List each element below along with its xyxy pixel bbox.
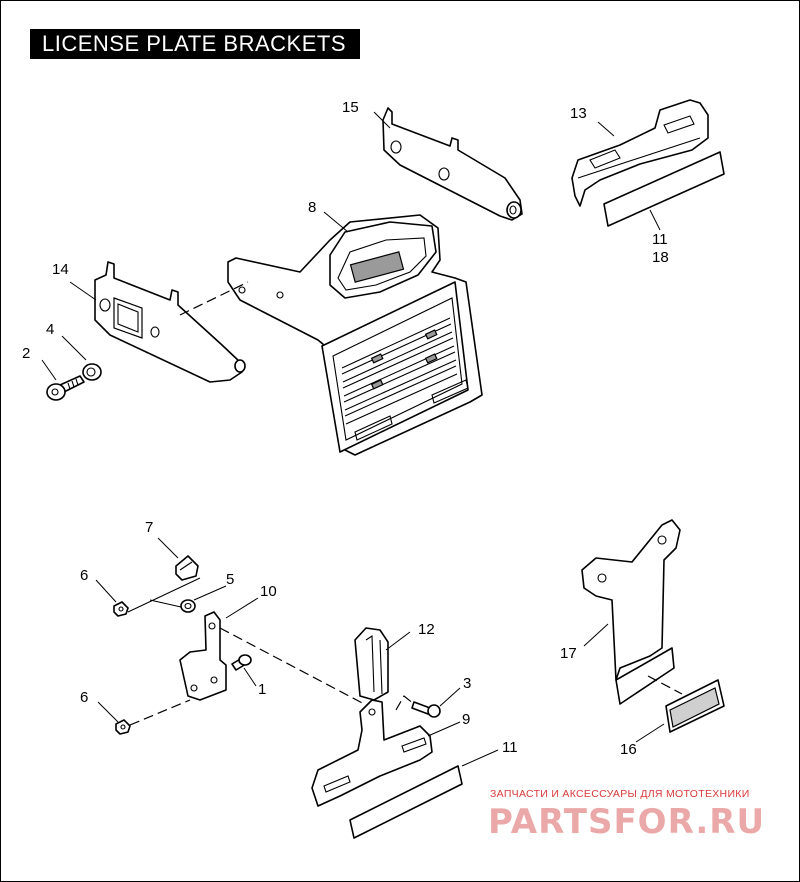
callout-15: 15 xyxy=(342,99,359,116)
callout-1: 1 xyxy=(258,681,266,698)
part-7-acorn-nut[interactable] xyxy=(175,555,199,581)
part-9-lower-bracket[interactable] xyxy=(311,699,433,807)
callout-16: 16 xyxy=(620,741,637,758)
assembly-line-6-10 xyxy=(129,699,191,726)
part-6-nut-upper[interactable] xyxy=(113,601,129,617)
watermark-caption: ЗАПЧАСТИ И АКСЕССУАРЫ ДЛЯ МОТОТЕХНИКИ xyxy=(490,788,750,800)
part-17-side-bracket[interactable] xyxy=(581,519,681,705)
group-line-5-6-7 xyxy=(127,577,201,613)
part-1-screw[interactable] xyxy=(231,654,252,671)
callout-14: 14 xyxy=(52,261,69,278)
leader-lines xyxy=(41,111,665,767)
assembly-line-3-9 xyxy=(395,695,415,711)
callout-12: 12 xyxy=(418,621,435,638)
part-2-screw[interactable] xyxy=(46,375,85,401)
assembly-line-14-8 xyxy=(179,281,249,316)
part-8-license-bracket[interactable] xyxy=(227,214,483,456)
part-13-plate-bracket[interactable] xyxy=(571,99,709,207)
callout-5: 5 xyxy=(226,571,234,588)
assembly-line-10-9 xyxy=(219,627,369,707)
part-6-nut-lower[interactable] xyxy=(115,719,131,735)
callout-4: 4 xyxy=(46,321,54,338)
callout-7: 7 xyxy=(145,519,153,536)
part-14-side-bracket[interactable] xyxy=(94,261,246,383)
watermark-logo: PARTSFOR.RU xyxy=(488,802,766,842)
callout-2: 2 xyxy=(22,345,30,362)
callout-11-lower: 11 xyxy=(502,739,518,756)
callout-10: 10 xyxy=(260,583,277,600)
callout-13: 13 xyxy=(570,105,587,122)
part-12-clip[interactable] xyxy=(354,627,389,701)
callout-18: 18 xyxy=(652,249,669,266)
callout-9: 9 xyxy=(462,711,470,728)
callout-11-upper: 11 xyxy=(652,231,668,248)
part-5-washer[interactable] xyxy=(180,599,196,613)
part-15-side-bracket[interactable] xyxy=(382,107,523,221)
callout-8: 8 xyxy=(308,199,316,216)
callout-17: 17 xyxy=(560,645,577,662)
callout-numbers: 1 2 3 4 5 6 6 7 8 9 10 11 11 12 13 14 15… xyxy=(22,99,669,758)
assembly-line-17-16 xyxy=(647,675,683,695)
part-11-strip-lower[interactable] xyxy=(349,765,463,839)
callout-3: 3 xyxy=(463,675,471,692)
part-11-strip-upper[interactable] xyxy=(603,151,725,227)
part-16-reflector[interactable] xyxy=(665,679,725,733)
part-3-screw[interactable] xyxy=(411,701,441,718)
part-4-washer[interactable] xyxy=(82,363,102,381)
callout-6-lower: 6 xyxy=(80,689,88,706)
part-10-mount-bracket[interactable] xyxy=(179,611,227,701)
diagram-title: LICENSE PLATE BRACKETS xyxy=(30,29,360,59)
callout-6-upper: 6 xyxy=(80,567,88,584)
